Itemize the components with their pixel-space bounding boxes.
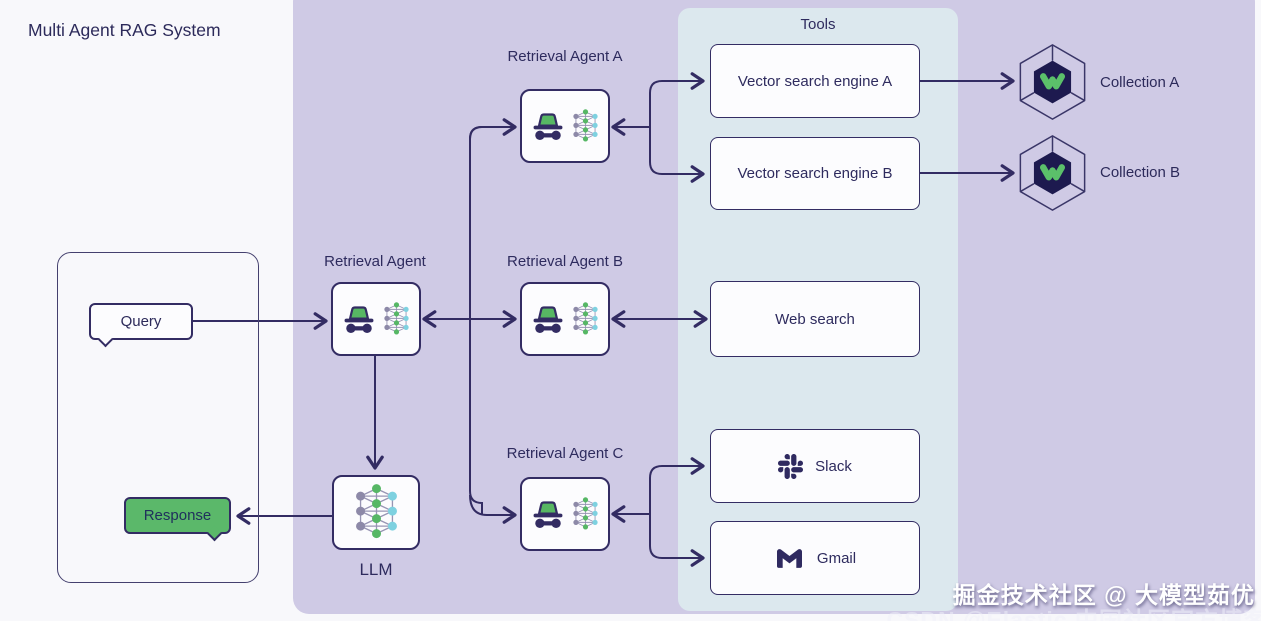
collection-a-label: Collection A: [1100, 74, 1180, 91]
agent-icon: [533, 306, 563, 334]
query-label: Query: [120, 313, 162, 330]
response-bubble: Response: [124, 497, 231, 534]
collection-a-node: [1017, 43, 1088, 126]
vector-search-engine-a-box: Vector search engine A: [710, 44, 920, 118]
slack-icon: [778, 453, 804, 479]
weaviate-collection-icon: [1019, 44, 1086, 120]
collection-b-label: Collection B: [1100, 164, 1181, 181]
neural-network-icon: [573, 301, 598, 334]
retrieval-agent-a-node: [520, 89, 610, 163]
watermark-line1: 掘金技术社区 @ 大模型茹优: [952, 582, 1255, 608]
gmail-icon: [776, 548, 802, 568]
gmail-box: Gmail: [710, 521, 920, 595]
llm-node: [332, 475, 420, 550]
retrieval-agent-c-label: Retrieval Agent C: [506, 445, 624, 462]
retrieval-agent-b-node: [520, 282, 610, 356]
retrieval-agent-label: Retrieval Agent: [324, 253, 426, 270]
slack-box: Slack: [710, 429, 920, 503]
agent-icon: [533, 501, 563, 529]
vector-search-engine-a-label: Vector search engine A: [737, 72, 893, 90]
retrieval-agent-c-node: [520, 477, 610, 551]
client-container: [57, 252, 259, 583]
neural-network-icon: [573, 496, 598, 529]
retrieval-agent-b-label: Retrieval Agent B: [507, 253, 623, 270]
neural-network-icon: [573, 108, 598, 141]
query-bubble: Query: [89, 303, 193, 340]
vector-search-engine-b-box: Vector search engine B: [710, 137, 920, 210]
weaviate-collection-icon: [1019, 135, 1086, 211]
agent-icon: [344, 306, 374, 334]
vector-search-engine-b-label: Vector search engine B: [737, 165, 893, 182]
collection-b-node: [1017, 134, 1088, 217]
llm-label: LLM: [359, 560, 393, 579]
slack-label: Slack: [815, 457, 852, 475]
llm-neural-network-icon: [355, 483, 397, 538]
watermark-line2: CSDN @Elastic 中国社区官方博客: [886, 607, 1261, 621]
agent-icon: [533, 113, 563, 141]
web-search-label: Web search: [775, 310, 855, 328]
response-label: Response: [143, 507, 212, 524]
retrieval-agent-a-label: Retrieval Agent A: [507, 48, 623, 65]
web-search-box: Web search: [710, 281, 920, 357]
retrieval-agent-node: [331, 282, 421, 356]
page-title: Multi Agent RAG System: [28, 20, 221, 40]
neural-network-icon: [384, 301, 409, 334]
gmail-label: Gmail: [816, 549, 857, 567]
tools-panel-title: Tools: [800, 16, 836, 33]
